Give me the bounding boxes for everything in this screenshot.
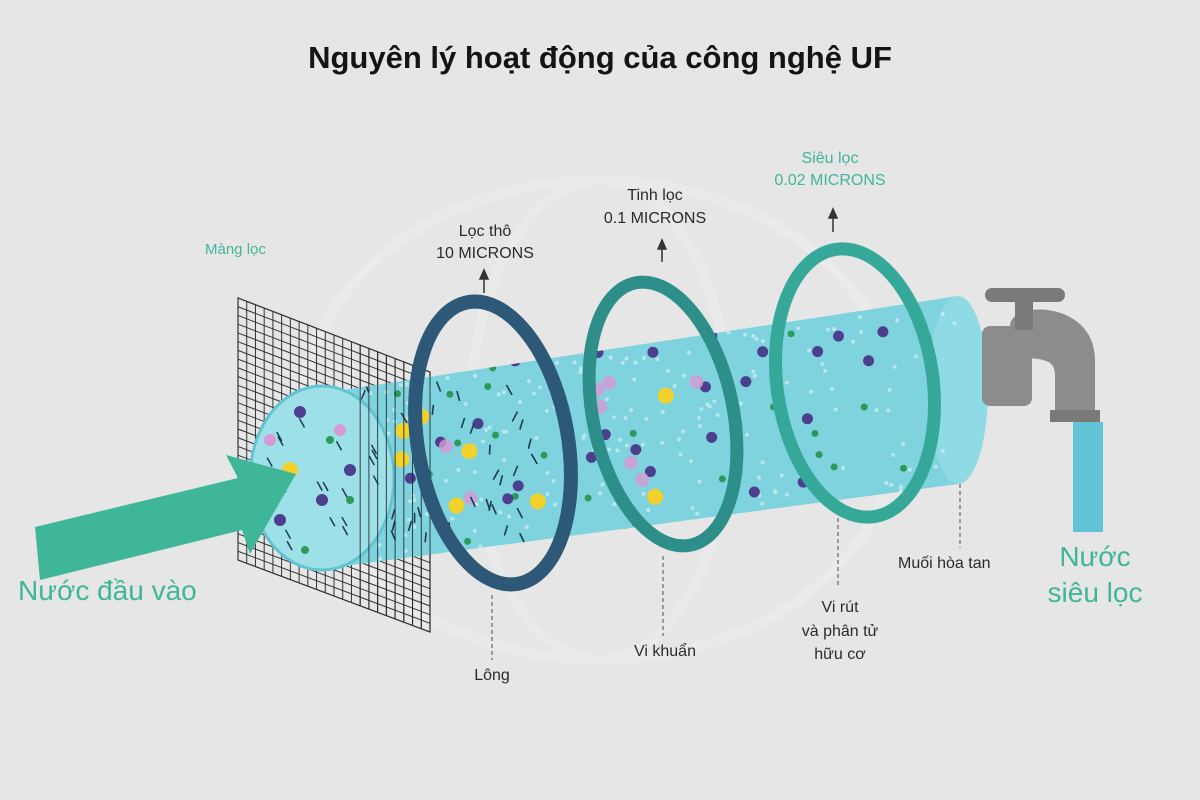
label-ring2-name: Tinh lọc <box>627 187 683 204</box>
label-ring1-size: 10 MICRONS <box>436 245 534 262</box>
label-ring1-name: Lọc thô <box>458 223 512 240</box>
label-output-water-line1: Nước <box>1059 541 1131 572</box>
label-salt: Muối hòa tan <box>898 555 991 572</box>
faucet-icon <box>982 288 1100 422</box>
ring-arrows <box>478 207 839 293</box>
leader-lines <box>491 484 961 660</box>
label-mesh: Màng lọc <box>205 241 266 258</box>
ring-fine-filter <box>582 275 744 553</box>
label-input-water: Nước đầu vào <box>18 575 197 606</box>
tube-outlet-end <box>928 296 988 484</box>
page-title: Nguyên lý hoạt động của công nghệ UF <box>308 40 892 75</box>
filter-tube <box>248 296 988 572</box>
label-hair: Lông <box>474 667 510 684</box>
label-ring2-size: 0.1 MICRONS <box>603 210 707 227</box>
label-ring3-size: 0.02 MICRONS <box>774 172 886 189</box>
label-bacteria: Vi khuẩn <box>634 643 696 660</box>
label-virus-line1: Vi rút <box>821 599 859 616</box>
input-arrow-icon <box>35 455 296 580</box>
label-output-water-line2: siêu lọc <box>1047 577 1143 608</box>
label-virus-line3: hữu cơ <box>814 646 866 663</box>
label-ring3-name: Siêu lọc <box>801 150 859 167</box>
label-virus-line2: và phân tử <box>801 623 879 640</box>
ring-ultra-filter <box>769 242 941 524</box>
ring-coarse-filter <box>408 294 578 592</box>
water-stream <box>1073 422 1103 532</box>
